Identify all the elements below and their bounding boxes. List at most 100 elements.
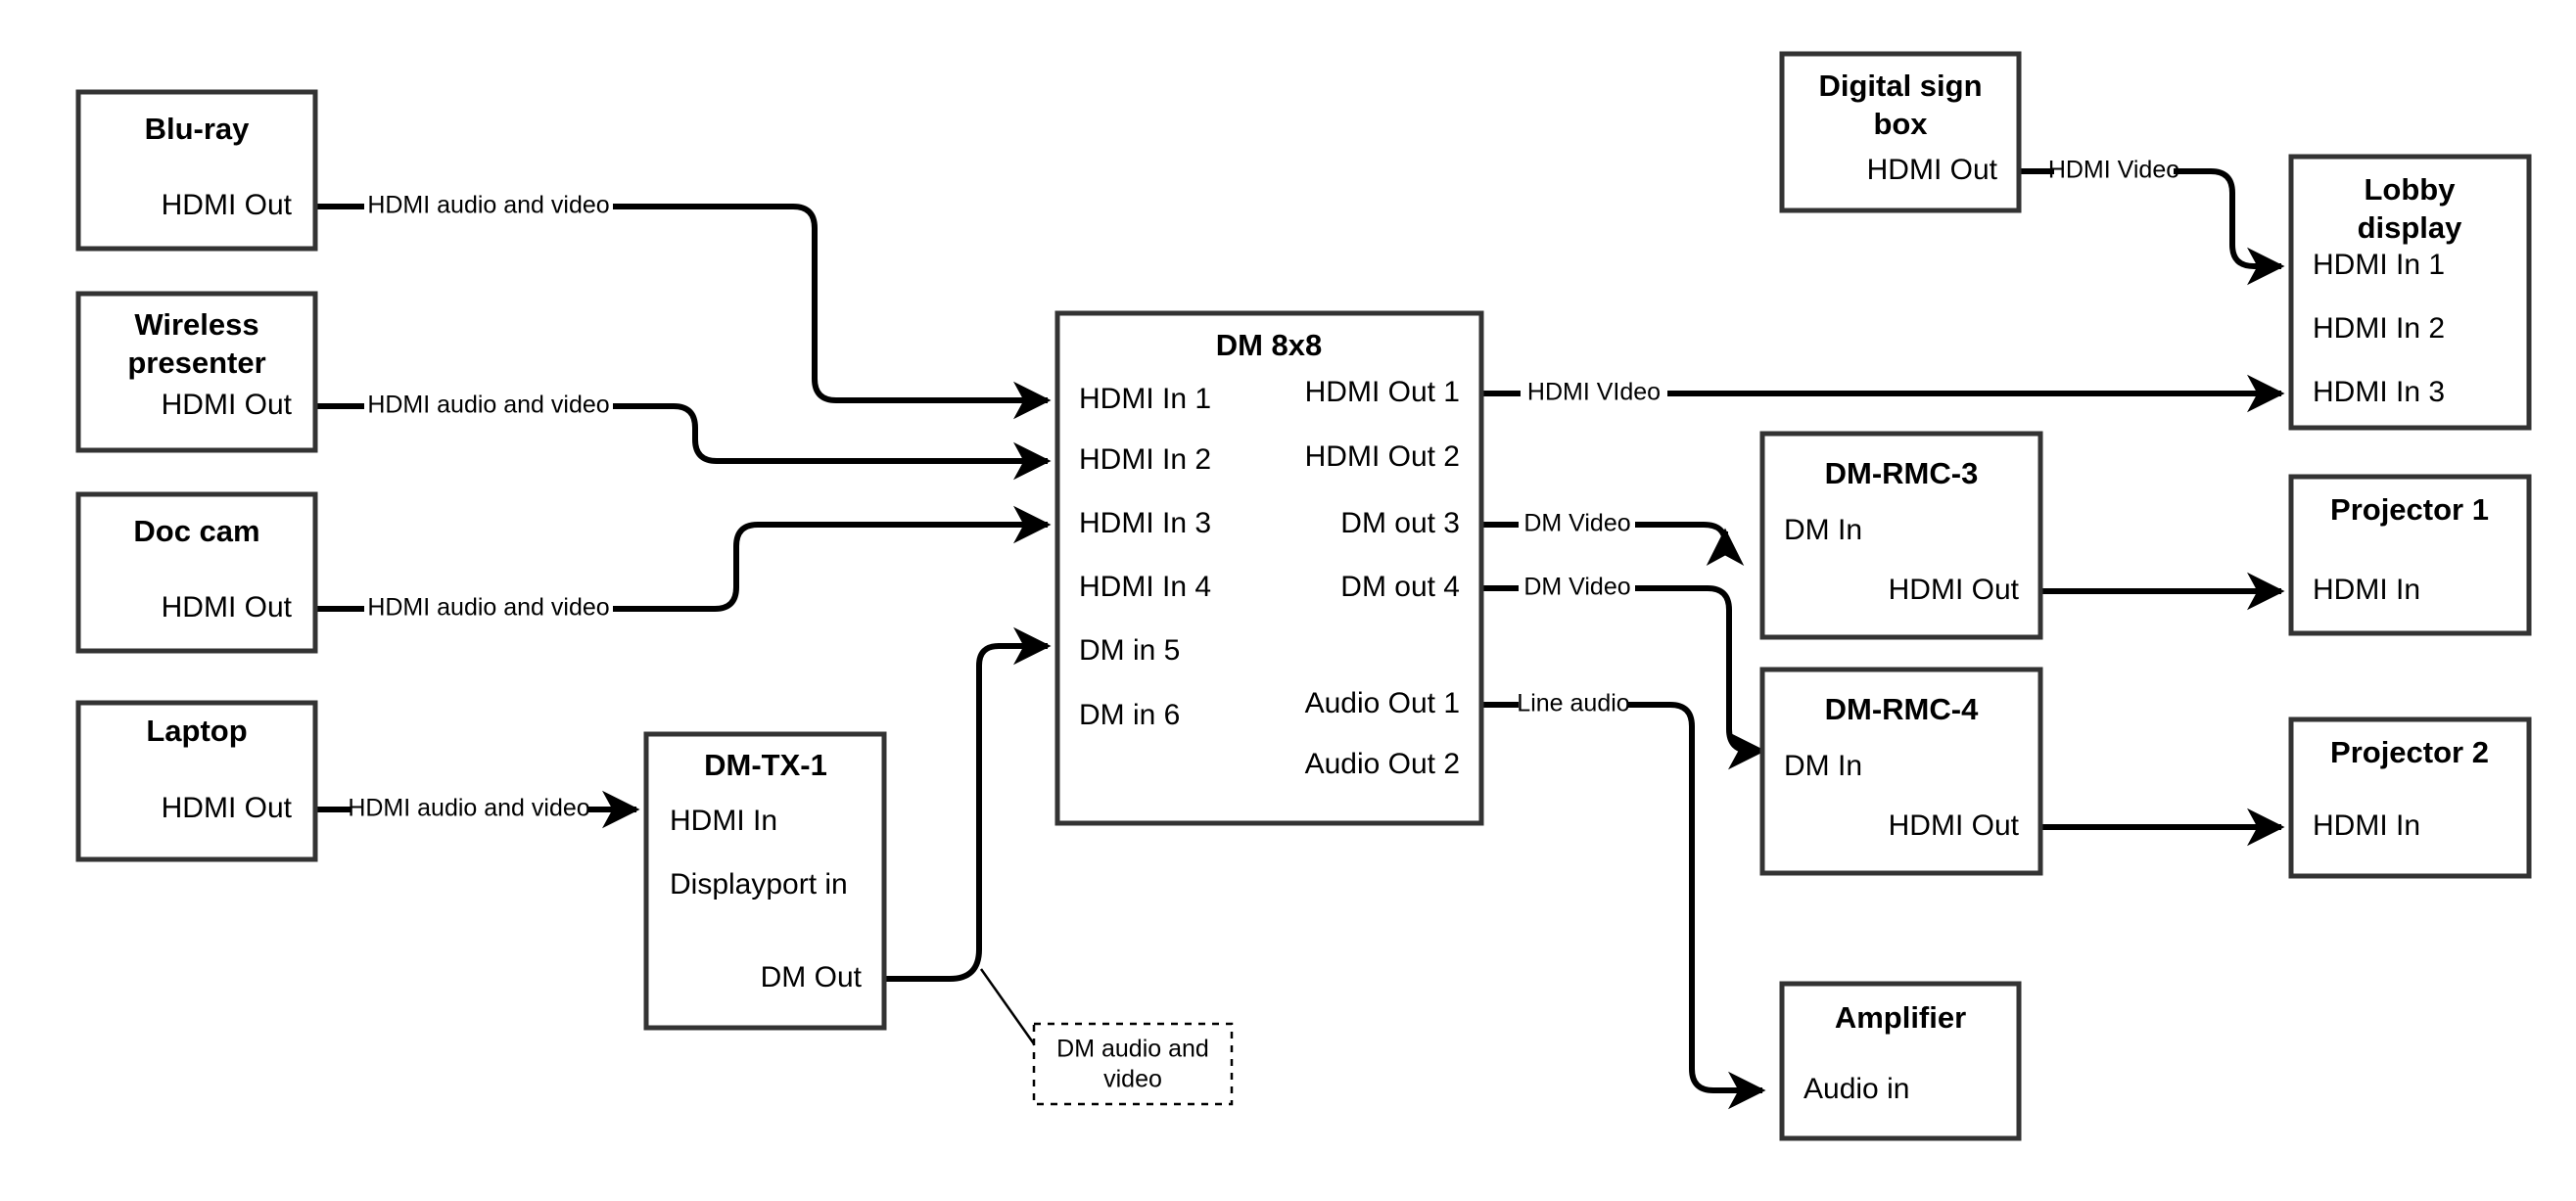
edge-dm-out-3-to-rmc3: DM Video [1481,510,1745,566]
node-blu-ray[interactable]: Blu-ray HDMI Out [75,89,318,252]
node-amplifier[interactable]: Amplifier Audio in [1779,981,2022,1141]
edge-laptop-to-dmtx1: HDMI audio and video [315,790,640,829]
edge-doccam-to-hdmi-in-3: HDMI audio and video [315,505,1052,622]
node-wireless-presenter[interactable]: Wireless presenter HDMI Out [75,291,318,453]
port-projector-1-hdmi-in: HDMI In [2313,574,2420,606]
edge-bluray-to-hdmi-in-1: HDMI audio and video [315,192,1052,420]
port-dm-8x8-hdmi-out-1: HDMI Out 1 [1305,376,1460,408]
port-dm-8x8-audio-out-2: Audio Out 2 [1305,748,1460,780]
wire-path [1628,702,1766,1110]
node-digital-sign-box[interactable]: Digital sign box HDMI Out [1779,51,2022,213]
wire-path [613,204,1052,420]
note-dm-audio-and-video-line1: DM audio and [1056,1036,1209,1063]
node-dm-tx-1[interactable]: DM-TX-1 HDMI In Displayport in DM Out [643,731,887,1031]
node-blu-ray-box[interactable] [75,89,318,252]
node-lobby-display-box[interactable] [2288,154,2532,431]
port-lobby-display-hdmi-in-2: HDMI In 2 [2313,312,2445,345]
edge-label-dm-out-4: DM Video [1523,574,1630,601]
port-dm-8x8-hdmi-in-4: HDMI In 4 [1079,571,1211,603]
node-wireless-presenter-title-line2: presenter [127,346,265,380]
edge-label-wireless: HDMI audio and video [367,392,609,419]
wire-path [613,505,1052,612]
node-lobby-display-title-line2: display [2358,210,2463,245]
port-amplifier-audio-in: Audio in [1803,1073,1909,1105]
edge-signbox-to-lobby-1: HDMI Video [2019,157,2285,286]
port-laptop-hdmi-out: HDMI Out [162,792,293,824]
node-projector-2[interactable]: Projector 2 HDMI In [2288,716,2532,879]
note-dm-audio-and-video: DM audio and video [1032,1022,1234,1106]
edge-wireless-to-hdmi-in-2: HDMI audio and video [315,392,1052,481]
edge-label-signbox: HDMI Video [2048,157,2179,184]
port-dm-rmc-4-dm-in: DM In [1784,750,1862,782]
wire-path [2174,168,2285,286]
wire-path [1635,585,1766,770]
node-projector-1[interactable]: Projector 1 HDMI In [2288,474,2532,636]
node-dm-rmc-4-title: DM-RMC-4 [1825,692,1979,726]
port-dm-rmc-3-hdmi-out: HDMI Out [1889,574,2020,606]
edge-label-doccam: HDMI audio and video [367,594,609,622]
port-dm-tx-1-hdmi-in: HDMI In [670,805,777,837]
edge-dmtx1-to-dm-in-5 [884,626,1052,1053]
note-dm-audio-and-video-line2: video [1103,1066,1162,1093]
node-amplifier-box[interactable] [1779,981,2022,1141]
port-wireless-presenter-hdmi-out: HDMI Out [162,389,293,421]
node-laptop[interactable]: Laptop HDMI Out [75,700,318,862]
node-projector-2-title: Projector 2 [2330,735,2489,769]
port-dm-8x8-hdmi-in-3: HDMI In 3 [1079,507,1211,539]
node-projector-2-box[interactable] [2288,716,2532,879]
node-amplifier-title: Amplifier [1835,1000,1966,1035]
node-dm-8x8-box[interactable] [1054,310,1484,826]
node-dm-rmc-3-title: DM-RMC-3 [1825,456,1979,490]
node-dm-tx-1-title: DM-TX-1 [704,748,827,782]
port-dm-tx-1-dm-out: DM Out [761,961,863,993]
node-lobby-display[interactable]: Lobby display HDMI In 1 HDMI In 2 HDMI I… [2288,154,2532,431]
node-doc-cam[interactable]: Doc cam HDMI Out [75,491,318,654]
node-dm-rmc-3-box[interactable] [1759,431,2043,640]
node-doc-cam-title: Doc cam [133,514,259,548]
node-dm-rmc-4-box[interactable] [1759,667,2043,876]
node-doc-cam-box[interactable] [75,491,318,654]
port-dm-8x8-dm-in-6: DM in 6 [1079,699,1180,731]
node-projector-1-title: Projector 1 [2330,492,2489,527]
port-dm-8x8-audio-out-1: Audio Out 1 [1305,687,1460,719]
node-blu-ray-title: Blu-ray [145,112,251,146]
node-projector-1-box[interactable] [2288,474,2532,636]
port-dm-8x8-hdmi-in-2: HDMI In 2 [1079,443,1211,476]
node-wireless-presenter-title-line1: Wireless [134,307,258,342]
edge-label-bluray: HDMI audio and video [367,192,609,219]
note-dm-audio-and-video-box [1032,1022,1234,1106]
port-digital-sign-box-hdmi-out: HDMI Out [1867,154,1998,186]
node-dm-rmc-3[interactable]: DM-RMC-3 DM In HDMI Out [1759,431,2043,640]
edge-label-hdmi-out-1: HDMI VIdeo [1527,379,1661,406]
edge-audio-out-1-to-amp: Line audio [1481,690,1766,1110]
node-dm-8x8[interactable]: DM 8x8 HDMI In 1 HDMI In 2 HDMI In 3 HDM… [1054,310,1484,826]
wire-path [884,626,1052,982]
port-dm-8x8-dm-in-5: DM in 5 [1079,634,1180,667]
node-wireless-presenter-box[interactable] [75,291,318,453]
port-dm-tx-1-displayport-in: Displayport in [670,868,848,901]
node-dm-rmc-4[interactable]: DM-RMC-4 DM In HDMI Out [1759,667,2043,876]
edge-label-laptop: HDMI audio and video [348,795,589,822]
node-digital-sign-box-title-line2: box [1873,107,1928,141]
port-dm-rmc-4-hdmi-out: HDMI Out [1889,809,2020,842]
note-leader-line [979,968,1042,1053]
node-dm-tx-1-box[interactable] [643,731,887,1031]
wire-path [613,403,1052,481]
port-dm-8x8-hdmi-in-1: HDMI In 1 [1079,383,1211,415]
edge-label-audio-out-1: Line audio [1517,690,1629,717]
port-lobby-display-hdmi-in-3: HDMI In 3 [2313,376,2445,408]
port-dm-rmc-3-dm-in: DM In [1784,514,1862,546]
port-dm-8x8-dm-out-3: DM out 3 [1340,507,1460,539]
port-dm-8x8-hdmi-out-2: HDMI Out 2 [1305,440,1460,473]
port-lobby-display-hdmi-in-1: HDMI In 1 [2313,249,2445,281]
port-blu-ray-hdmi-out: HDMI Out [162,189,293,221]
edge-label-dm-out-3: DM Video [1523,510,1630,537]
wire-path [1635,522,1745,566]
node-laptop-box[interactable] [75,700,318,862]
node-dm-8x8-title: DM 8x8 [1216,328,1323,362]
port-doc-cam-hdmi-out: HDMI Out [162,591,293,624]
port-dm-8x8-dm-out-4: DM out 4 [1340,571,1460,603]
node-digital-sign-box-box[interactable] [1779,51,2022,213]
